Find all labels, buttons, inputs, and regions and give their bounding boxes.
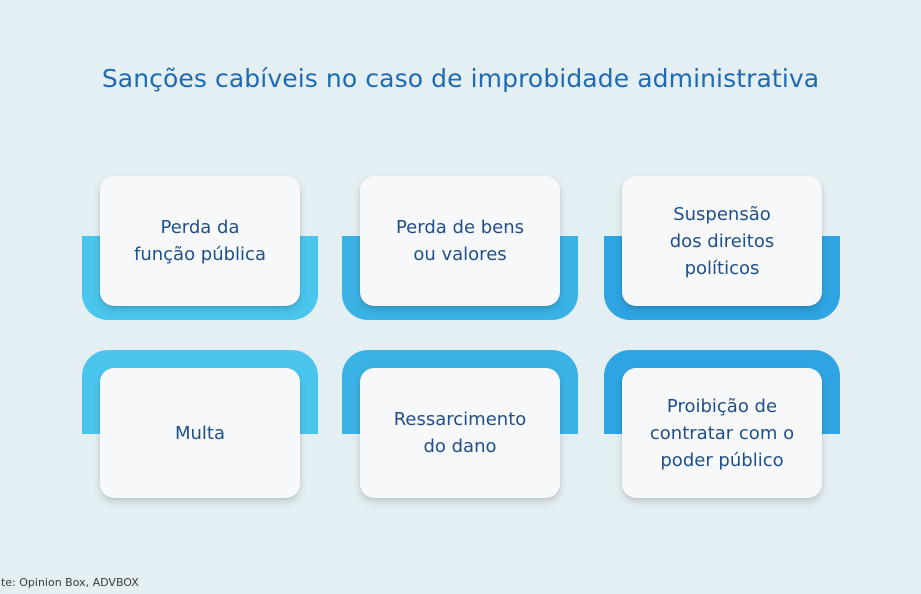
sanction-card: Suspensão dos direitos políticos bbox=[622, 176, 822, 306]
sanction-item-1: Perda da função pública bbox=[82, 176, 318, 326]
sanction-label: Ressarcimento do dano bbox=[393, 409, 527, 457]
sanction-card: Perda da função pública bbox=[100, 176, 300, 306]
sanction-label: Multa bbox=[174, 422, 226, 444]
sanction-label: Perda da função pública bbox=[133, 217, 266, 265]
sanction-card: Perda de bens ou valores bbox=[360, 176, 560, 306]
sanction-item-3: Suspensão dos direitos políticos bbox=[604, 176, 840, 326]
sanction-item-5: Ressarcimento do dano bbox=[342, 346, 578, 498]
sanction-card: Multa bbox=[100, 368, 300, 498]
sanction-item-2: Perda de bens ou valores bbox=[342, 176, 578, 326]
sanction-item-6: Proibição de contratar com o poder públi… bbox=[604, 346, 840, 498]
sanction-card: Proibição de contratar com o poder públi… bbox=[622, 368, 822, 498]
sanction-item-4: Multa bbox=[82, 346, 318, 498]
diagram-title: Sanções cabíveis no caso de improbidade … bbox=[101, 64, 820, 93]
sanction-label: Suspensão dos direitos políticos bbox=[669, 203, 775, 279]
sanction-label: Proibição de contratar com o poder públi… bbox=[649, 395, 795, 471]
sanction-label: Perda de bens ou valores bbox=[395, 217, 525, 265]
sanction-card: Ressarcimento do dano bbox=[360, 368, 560, 498]
source-note: nte: Opinion Box, ADVBOX bbox=[0, 576, 139, 589]
